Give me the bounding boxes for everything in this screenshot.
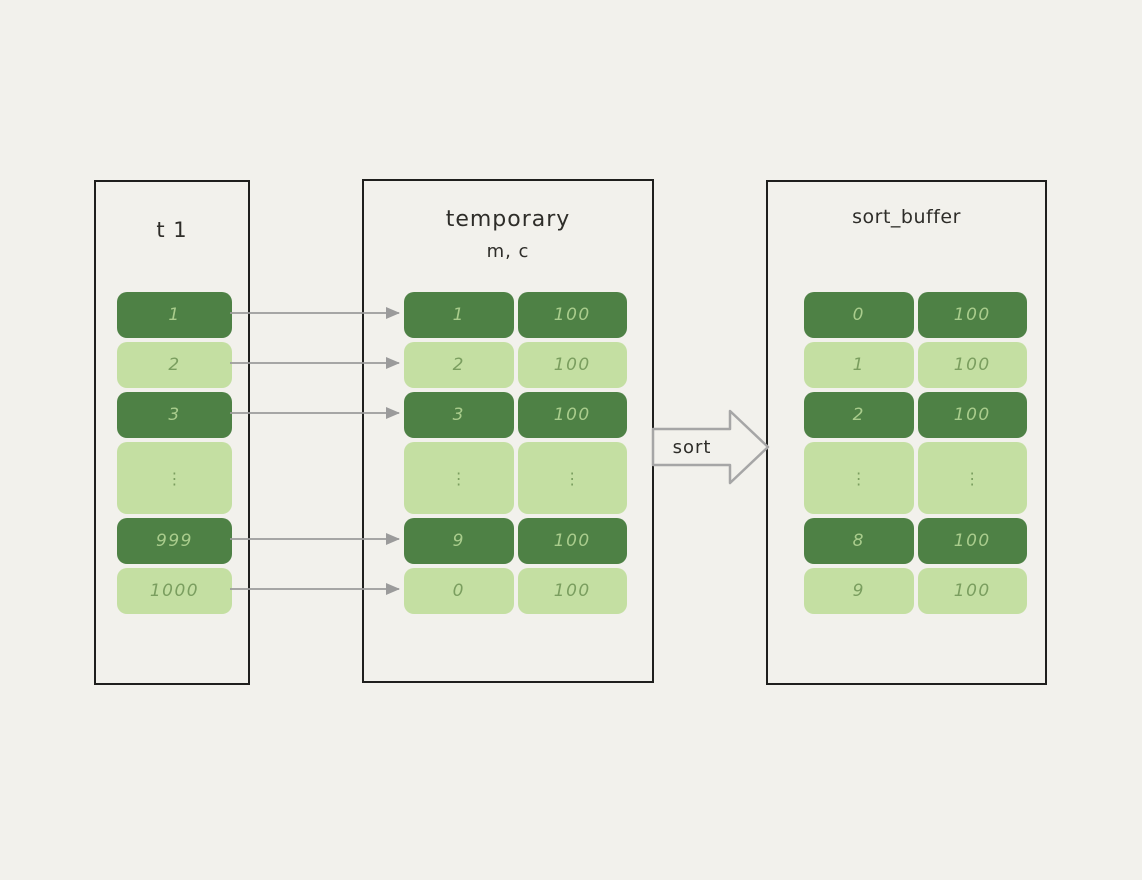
- sort-arrow-label: sort: [672, 436, 712, 458]
- record-cell: 0: [404, 568, 514, 614]
- panel-sort-buffer-title: sort_buffer: [852, 206, 961, 228]
- record-cell: 8: [804, 518, 914, 564]
- record-cell: 100: [517, 568, 627, 614]
- table-row: 1000: [117, 568, 232, 614]
- record-cell: 100: [917, 392, 1027, 438]
- record-cell: 3: [117, 392, 232, 438]
- record-cell: ⋮: [804, 442, 914, 514]
- table-row: 3: [117, 392, 232, 438]
- table-row: ⋮: [117, 442, 232, 514]
- record-cell: 999: [117, 518, 232, 564]
- record-cell: 100: [517, 518, 627, 564]
- record-cell: ⋮: [117, 442, 232, 514]
- record-cell: 3: [404, 392, 514, 438]
- record-cell: 100: [917, 342, 1027, 388]
- record-cell: 100: [517, 342, 627, 388]
- record-cell: 100: [517, 292, 627, 338]
- record-cell: 1: [804, 342, 914, 388]
- record-cell: 2: [804, 392, 914, 438]
- record-cell: 9: [404, 518, 514, 564]
- panel-temporary-title: temporary: [445, 207, 571, 232]
- record-cell: 1: [117, 292, 232, 338]
- table-row: ⋮⋮: [804, 442, 1027, 514]
- record-cell: 1: [404, 292, 514, 338]
- record-cell: 9: [804, 568, 914, 614]
- record-cell: 1000: [117, 568, 232, 614]
- table-row: 1: [117, 292, 232, 338]
- record-cell: 100: [917, 518, 1027, 564]
- table-row: 2: [117, 342, 232, 388]
- record-cell: ⋮: [517, 442, 627, 514]
- record-cell: ⋮: [917, 442, 1027, 514]
- record-cell: 0: [804, 292, 914, 338]
- panel-temporary-subtitle: m, c: [486, 241, 530, 262]
- panel-t1-title: t 1: [156, 218, 188, 242]
- record-cell: ⋮: [404, 442, 514, 514]
- record-cell: 100: [917, 292, 1027, 338]
- record-cell: 100: [917, 568, 1027, 614]
- record-cell: 2: [117, 342, 232, 388]
- table-row: 999: [117, 518, 232, 564]
- record-cell: 100: [517, 392, 627, 438]
- table-row: ⋮⋮: [404, 442, 627, 514]
- record-cell: 2: [404, 342, 514, 388]
